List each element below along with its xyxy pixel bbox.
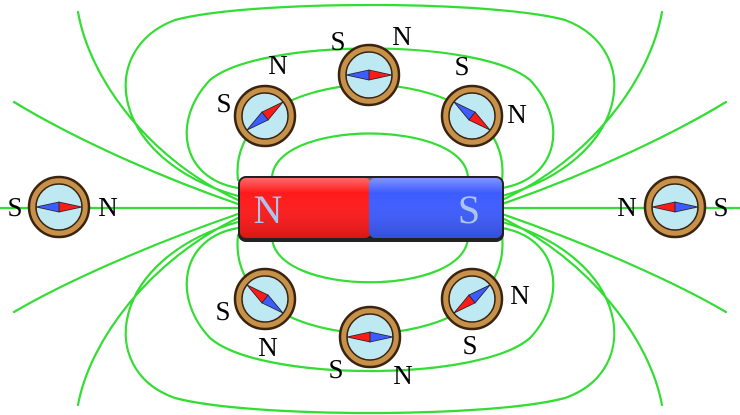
- field-line: [76, 10, 240, 202]
- field-line: [185, 226, 555, 373]
- compass-label-s: S: [216, 88, 231, 118]
- compass-label-n: N: [392, 21, 412, 51]
- compass-label-n: N: [268, 50, 288, 80]
- compass-bottom-right: N S: [440, 267, 530, 360]
- compass-needle: [453, 284, 491, 314]
- compass-label-s: S: [328, 354, 343, 384]
- compass-needle: [651, 201, 699, 213]
- compass-left: S N: [7, 175, 118, 239]
- field-line: [500, 212, 728, 314]
- magnet-north-label: N: [254, 187, 283, 232]
- compass-needle: [453, 101, 491, 131]
- compass-label-s: S: [215, 296, 230, 326]
- compass-needle: [346, 331, 394, 343]
- compass-label-s: S: [7, 192, 22, 222]
- compass-label-n: N: [507, 99, 527, 129]
- compass-label-s: S: [454, 51, 469, 81]
- field-line: [124, 220, 616, 415]
- compass-label-n: N: [98, 192, 118, 222]
- compass-needle: [35, 201, 83, 213]
- compass-right: N S: [617, 175, 729, 239]
- compass-bottom-left: S N: [215, 267, 297, 362]
- field-line: [76, 216, 240, 407]
- compass-label-n: N: [258, 332, 278, 362]
- field-line: [500, 100, 728, 206]
- field-line: [12, 100, 240, 206]
- field-line: [270, 132, 470, 182]
- compass-top-left: S N: [216, 50, 297, 148]
- magnet-south-label: S: [458, 187, 480, 232]
- field-line: [124, 3, 616, 198]
- compass-label-s: S: [713, 192, 728, 222]
- bar-magnet: N S: [238, 176, 504, 242]
- field-line: [500, 10, 664, 202]
- compass-needle: [246, 284, 284, 314]
- compass-needle: [246, 101, 284, 131]
- compass-label-n: N: [393, 360, 413, 390]
- compass-label-s: S: [462, 330, 477, 360]
- compass-top-center: S N: [330, 21, 412, 107]
- compasses: S N N S S N: [7, 21, 728, 390]
- field-line: [270, 233, 470, 284]
- field-line: [12, 212, 240, 314]
- compass-label-s: S: [330, 26, 345, 56]
- compass-top-right: S N: [440, 51, 527, 148]
- field-line: [500, 216, 664, 407]
- compass-label-n: N: [617, 192, 637, 222]
- compass-needle: [345, 69, 393, 81]
- compass-bottom-center: S N: [328, 305, 413, 390]
- compass-label-n: N: [510, 280, 530, 310]
